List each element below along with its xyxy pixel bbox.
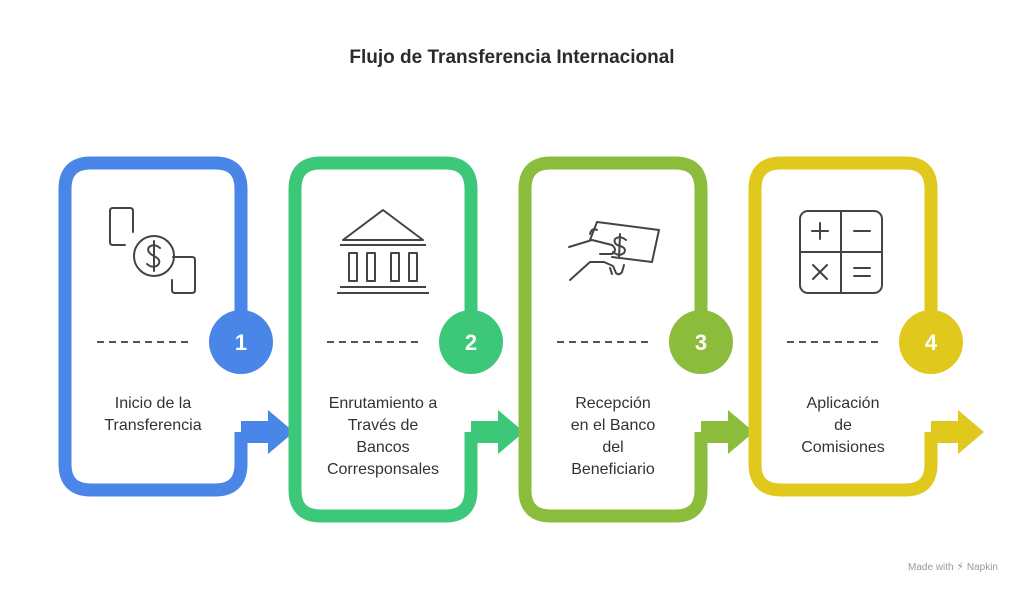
step-4-label: Aplicación de Comisiones [801,395,885,456]
step-3-frame [518,156,708,523]
step-2-arrow [471,410,524,454]
hand-receiving-money-icon [568,221,660,281]
footer-brand: Napkin [966,562,998,573]
diagram-title: Flujo de Transferencia Internacional [349,47,675,68]
footer-text: Made with [907,562,954,573]
money-transfer-icon [109,207,196,294]
step-4-arrow [931,410,984,454]
step-3-arrow [701,410,754,454]
step-4-frame [748,156,938,497]
step-2-badge [439,310,503,374]
step-4-number: 4 [925,330,938,355]
napkin-logo-icon: ⚡ [956,561,965,573]
bank-icon [337,209,429,294]
step-4-badge [899,310,963,374]
step-1-number: 1 [235,330,247,355]
step-1-frame [58,156,248,497]
step-3-badge [669,310,733,374]
step-2-frame [288,156,478,523]
step-3-label: Recepción en el Banco del Beneficiario [570,395,656,478]
step-2-number: 2 [465,330,477,355]
made-with-napkin[interactable]: Made with ⚡ Napkin [908,560,998,573]
step-3: 3 [518,156,754,523]
step-3-number: 3 [695,330,707,355]
calculator-icon [799,210,883,294]
step-2-label: Enrutamiento a Través de Bancos Correspo… [326,395,440,478]
step-1-arrow [241,410,294,454]
step-1-label: Inicio de la Transferencia [104,395,202,434]
step-4: 4 [748,156,984,497]
step-1-badge [209,310,273,374]
step-1: 1 [58,156,294,497]
step-2: 2 [288,156,524,523]
